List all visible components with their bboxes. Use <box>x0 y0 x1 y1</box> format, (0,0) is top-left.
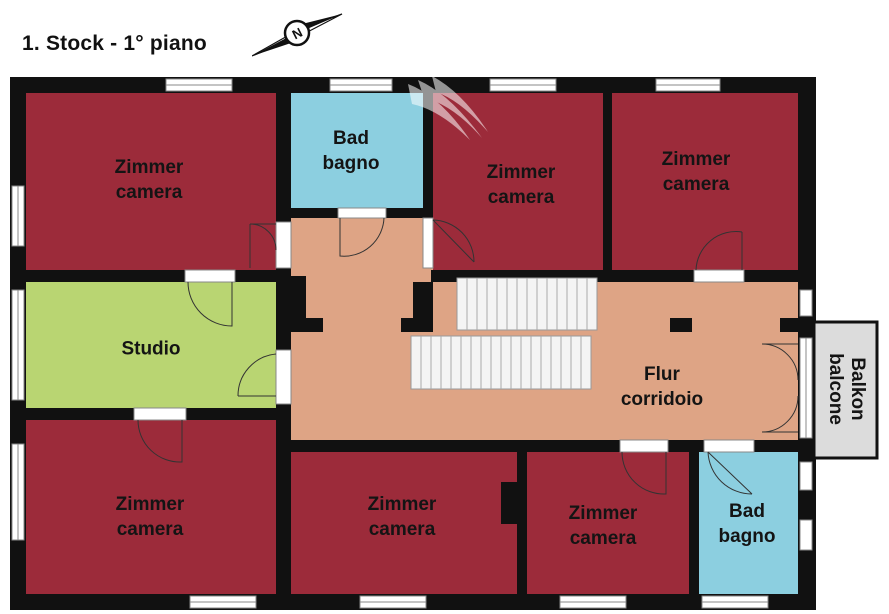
room-bottom-left-area <box>26 420 276 594</box>
room-top-center-area <box>433 93 603 270</box>
stair-upper <box>456 277 598 331</box>
stair-lower <box>410 335 592 390</box>
pillar-bottom <box>501 482 521 524</box>
bath-top-area <box>291 93 423 208</box>
balcony-area <box>812 320 879 460</box>
room-top-left-area <box>26 93 276 270</box>
pillar-right <box>780 318 814 332</box>
page-title: 1. Stock - 1° piano <box>22 32 207 55</box>
room-bottom-right-area <box>527 452 689 594</box>
pillar-left-stub <box>291 318 323 332</box>
stair-wall-left <box>413 282 433 328</box>
room-label-studio: Studio <box>121 338 181 360</box>
pillar-center <box>670 318 692 332</box>
watermark-logo <box>408 76 488 140</box>
stair-wall-stub <box>401 318 433 332</box>
door-swings <box>137 217 799 495</box>
compass-icon: N <box>252 13 343 57</box>
room-top-right-area <box>612 93 798 270</box>
door-openings <box>133 207 755 453</box>
bath-bottom-area <box>699 452 798 594</box>
room-bottom-center-area <box>291 452 517 594</box>
studio-area <box>26 282 276 408</box>
